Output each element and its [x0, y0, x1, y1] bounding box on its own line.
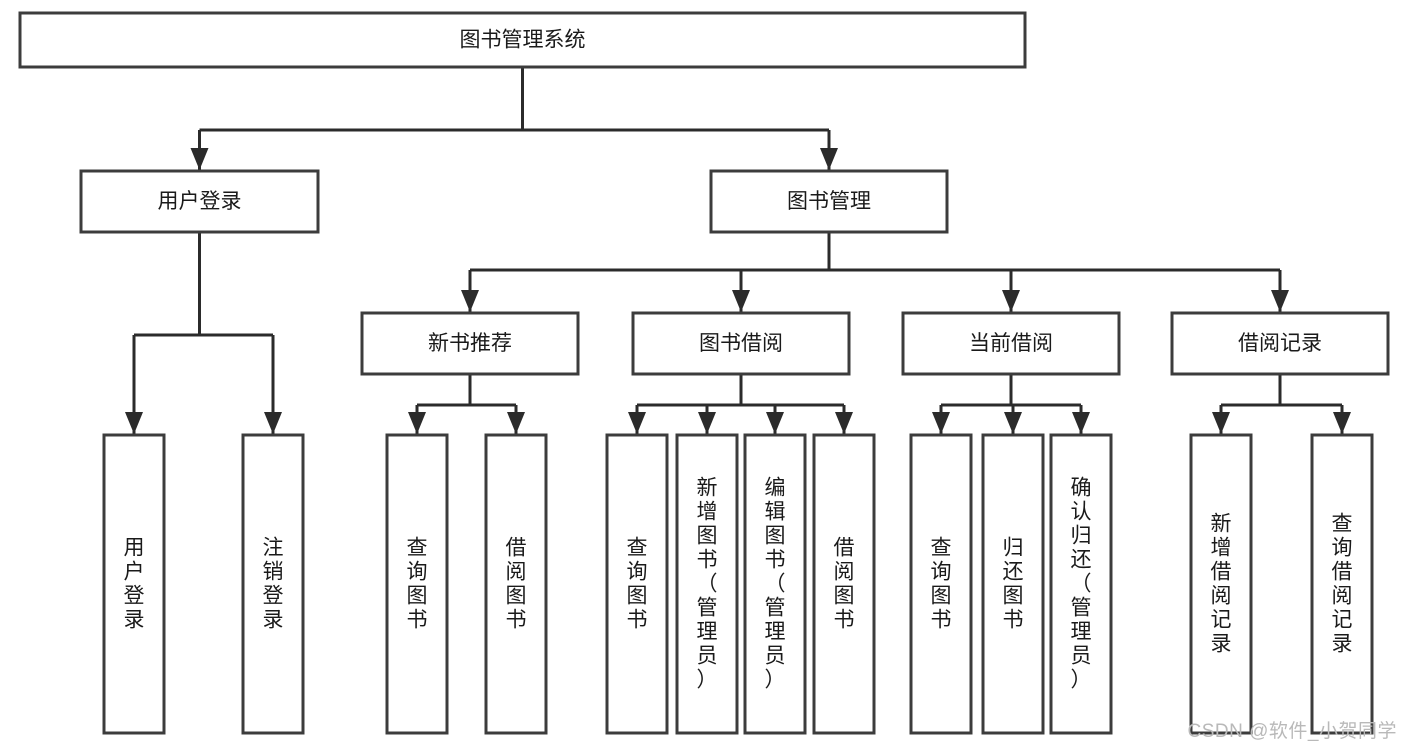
node-leaf-query-record[interactable]: 查询借阅记录 — [1310, 433, 1374, 735]
node-leaf-return-book-box[interactable] — [981, 433, 1045, 735]
node-leaf-edit-book-label: 编辑图书（管理员） — [765, 477, 786, 692]
node-new-book-rec-label: 新书推荐 — [428, 332, 512, 355]
node-leaf-confirm-return-box[interactable] — [1049, 433, 1113, 735]
node-book-manage[interactable]: 图书管理 — [709, 169, 949, 234]
node-current-borrow[interactable]: 当前借阅 — [901, 311, 1121, 376]
connector-layer — [125, 67, 1351, 434]
node-leaf-borrow-book-1-label: 借阅图书 — [506, 537, 527, 632]
node-leaf-add-record[interactable]: 新增借阅记录 — [1189, 433, 1253, 735]
node-leaf-query-record-label: 查询借阅记录 — [1332, 513, 1353, 656]
node-borrow-record-label: 借阅记录 — [1238, 332, 1322, 355]
node-leaf-query-book-1-label: 查询图书 — [407, 537, 428, 632]
node-root-system-box[interactable] — [18, 11, 1027, 69]
bookborrow-to-leaves-arrow-1 — [698, 412, 716, 434]
bookmanage-to-level3-arrow-3 — [1271, 290, 1289, 312]
newbook-to-leaves-arrow-0 — [408, 412, 426, 434]
node-leaf-add-record-label: 新增借阅记录 — [1211, 513, 1232, 656]
node-borrow-record[interactable]: 借阅记录 — [1170, 311, 1390, 376]
node-leaf-query-book-2-box[interactable] — [605, 433, 669, 735]
node-leaf-user-logout[interactable]: 注销登录 — [241, 433, 305, 735]
node-leaf-user-login[interactable]: 用户登录 — [102, 433, 166, 735]
node-leaf-borrow-book-2-label: 借阅图书 — [834, 537, 855, 632]
root-to-level2-arrow-1 — [820, 148, 838, 170]
node-leaf-query-book-3[interactable]: 查询图书 — [909, 433, 973, 735]
currentborrow-to-leaves-arrow-1 — [1004, 412, 1022, 434]
node-leaf-query-book-2-label: 查询图书 — [627, 537, 648, 632]
node-leaf-user-login-box[interactable] — [102, 433, 166, 735]
node-current-borrow-box[interactable] — [901, 311, 1121, 376]
borrowrecord-to-leaves-arrow-1 — [1333, 412, 1351, 434]
node-leaf-borrow-book-2-box[interactable] — [812, 433, 876, 735]
bookborrow-to-leaves-arrow-0 — [628, 412, 646, 434]
bookmanage-to-level3-arrow-2 — [1002, 290, 1020, 312]
node-leaf-add-book-box[interactable] — [675, 433, 739, 735]
node-leaf-borrow-book-2[interactable]: 借阅图书 — [812, 433, 876, 735]
node-book-manage-label: 图书管理 — [787, 190, 871, 213]
userlogin-to-leaves-arrow-0 — [125, 412, 143, 434]
node-leaf-add-record-box[interactable] — [1189, 433, 1253, 735]
userlogin-to-leaves-arrow-1 — [264, 412, 282, 434]
node-borrow-record-box[interactable] — [1170, 311, 1390, 376]
node-leaf-user-login-label: 用户登录 — [124, 537, 145, 632]
node-leaf-add-book[interactable]: 新增图书（管理员） — [675, 433, 739, 735]
node-layer: 图书管理系统用户登录图书管理新书推荐图书借阅当前借阅借阅记录用户登录注销登录查询… — [18, 11, 1390, 735]
node-user-login-box[interactable] — [79, 169, 320, 234]
node-leaf-query-record-box[interactable] — [1310, 433, 1374, 735]
node-new-book-rec[interactable]: 新书推荐 — [360, 311, 580, 376]
node-leaf-query-book-3-label: 查询图书 — [931, 537, 952, 632]
bookmanage-to-level3-arrow-0 — [461, 290, 479, 312]
node-user-login[interactable]: 用户登录 — [79, 169, 320, 234]
node-leaf-user-logout-box[interactable] — [241, 433, 305, 735]
node-leaf-edit-book-box[interactable] — [743, 433, 807, 735]
node-book-manage-box[interactable] — [709, 169, 949, 234]
node-leaf-query-book-2[interactable]: 查询图书 — [605, 433, 669, 735]
node-leaf-query-book-1[interactable]: 查询图书 — [385, 433, 449, 735]
node-book-borrow-box[interactable] — [631, 311, 851, 376]
currentborrow-to-leaves-arrow-2 — [1072, 412, 1090, 434]
bookborrow-to-leaves-arrow-3 — [835, 412, 853, 434]
node-leaf-confirm-return-label: 确认归还（管理员） — [1071, 477, 1092, 692]
node-root-system-label: 图书管理系统 — [460, 29, 586, 52]
bookborrow-to-leaves-arrow-2 — [766, 412, 784, 434]
newbook-to-leaves-arrow-1 — [507, 412, 525, 434]
node-leaf-add-book-label: 新增图书（管理员） — [697, 477, 718, 692]
node-root-system[interactable]: 图书管理系统 — [18, 11, 1027, 69]
node-leaf-return-book-label: 归还图书 — [1003, 537, 1024, 632]
node-leaf-edit-book[interactable]: 编辑图书（管理员） — [743, 433, 807, 735]
node-leaf-user-logout-label: 注销登录 — [263, 537, 284, 632]
node-book-borrow-label: 图书借阅 — [699, 332, 783, 355]
node-book-borrow[interactable]: 图书借阅 — [631, 311, 851, 376]
node-leaf-query-book-1-box[interactable] — [385, 433, 449, 735]
node-user-login-label: 用户登录 — [158, 190, 242, 213]
node-new-book-rec-box[interactable] — [360, 311, 580, 376]
bookmanage-to-level3-arrow-1 — [732, 290, 750, 312]
node-leaf-confirm-return[interactable]: 确认归还（管理员） — [1049, 433, 1113, 735]
borrowrecord-to-leaves-arrow-0 — [1212, 412, 1230, 434]
root-to-level2-arrow-0 — [190, 148, 209, 170]
node-leaf-borrow-book-1[interactable]: 借阅图书 — [484, 433, 548, 735]
node-leaf-borrow-book-1-box[interactable] — [484, 433, 548, 735]
node-leaf-query-book-3-box[interactable] — [909, 433, 973, 735]
node-current-borrow-label: 当前借阅 — [969, 332, 1053, 355]
currentborrow-to-leaves-arrow-0 — [932, 412, 950, 434]
node-leaf-return-book[interactable]: 归还图书 — [981, 433, 1045, 735]
